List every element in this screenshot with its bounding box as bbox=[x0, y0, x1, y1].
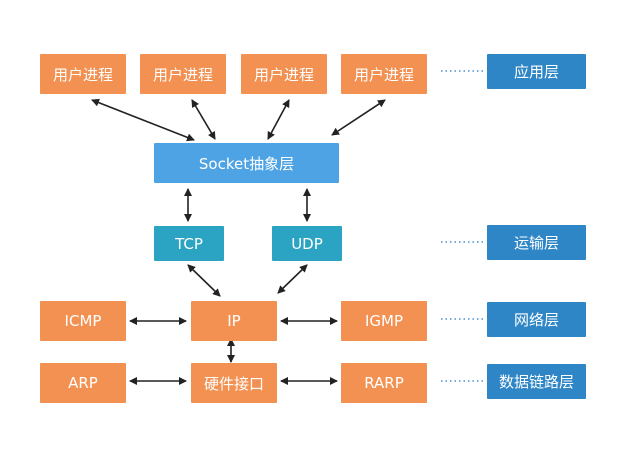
hardware-interface-box: 硬件接口 bbox=[191, 363, 277, 403]
ip-box: IP bbox=[191, 301, 277, 341]
tcp-box: TCP bbox=[154, 226, 224, 261]
arrow-udp-ip bbox=[277, 264, 308, 294]
icmp-box: ICMP bbox=[40, 301, 126, 341]
user-process-box-2: 用户进程 bbox=[140, 54, 226, 94]
igmp-box: IGMP bbox=[341, 301, 427, 341]
link-layer-label: 数据链路层 bbox=[487, 364, 586, 399]
arrow-process4-socket bbox=[331, 99, 386, 136]
udp-box: UDP bbox=[272, 226, 342, 261]
socket-abstraction-box: Socket抽象层 bbox=[154, 143, 339, 183]
network-layer-label: 网络层 bbox=[487, 302, 586, 337]
transport-layer-label: 运输层 bbox=[487, 225, 586, 260]
user-process-box-3: 用户进程 bbox=[241, 54, 327, 94]
arrow-process2-socket bbox=[191, 99, 216, 140]
user-process-box-1: 用户进程 bbox=[40, 54, 126, 94]
arrow-process1-socket bbox=[91, 98, 195, 142]
arrow-tcp-ip bbox=[187, 264, 221, 297]
arp-box: ARP bbox=[40, 363, 126, 403]
user-process-box-4: 用户进程 bbox=[341, 54, 427, 94]
application-layer-label: 应用层 bbox=[487, 54, 586, 89]
arrow-process3-socket bbox=[267, 99, 290, 140]
rarp-box: RARP bbox=[341, 363, 427, 403]
